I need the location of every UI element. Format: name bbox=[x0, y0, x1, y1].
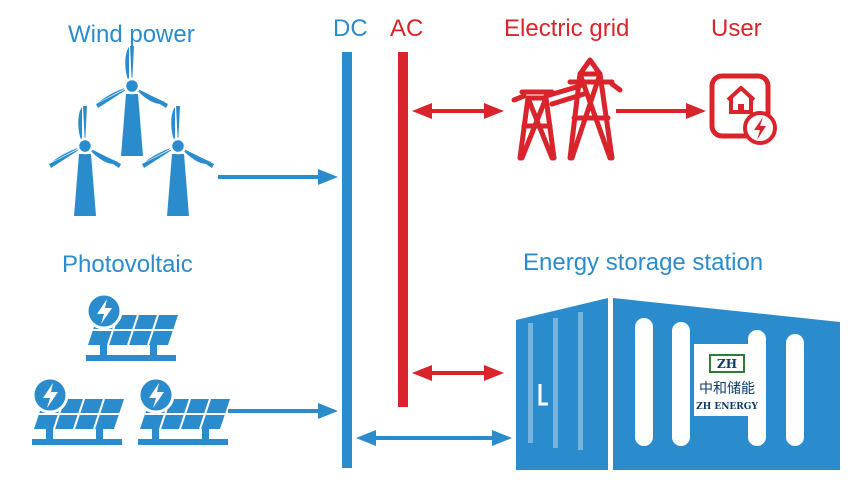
dc-label: DC bbox=[333, 15, 368, 42]
user-label: User bbox=[711, 15, 762, 42]
logo-cn-name: 中和储能 bbox=[699, 381, 755, 397]
solar-panel-icon bbox=[84, 292, 180, 363]
logo-mark: ZH bbox=[717, 357, 737, 371]
dc-bus bbox=[342, 52, 352, 468]
solar-panel-icon bbox=[30, 376, 126, 447]
ac-label: AC bbox=[390, 15, 423, 42]
wind-to-dc-arrow bbox=[218, 169, 338, 185]
energy-storage-station-label: Energy storage station bbox=[523, 249, 763, 276]
wind-turbine-icon bbox=[94, 44, 170, 158]
wind-turbine-icon bbox=[140, 104, 216, 218]
ac-bus bbox=[398, 52, 408, 407]
ac-grid-bidirectional-arrow bbox=[412, 103, 504, 119]
zh-energy-logo: ZH 中和储能 ZH ENERGY bbox=[696, 354, 758, 412]
smart-home-icon bbox=[709, 73, 777, 145]
power-pylon-icon bbox=[511, 57, 623, 161]
dc-storage-bidirectional-arrow bbox=[356, 430, 512, 446]
grid-to-user-arrow bbox=[616, 103, 706, 119]
wind-turbine-icon bbox=[47, 104, 123, 218]
container-icon bbox=[516, 298, 840, 470]
photovoltaic-label: Photovoltaic bbox=[62, 251, 193, 278]
wind-power-label: Wind power bbox=[68, 21, 195, 48]
pv-to-dc-arrow bbox=[228, 403, 338, 419]
logo-en-name: ZH ENERGY bbox=[696, 402, 758, 412]
electric-grid-label: Electric grid bbox=[504, 15, 629, 42]
ac-storage-bidirectional-arrow bbox=[412, 365, 504, 381]
solar-panel-icon bbox=[136, 376, 232, 447]
